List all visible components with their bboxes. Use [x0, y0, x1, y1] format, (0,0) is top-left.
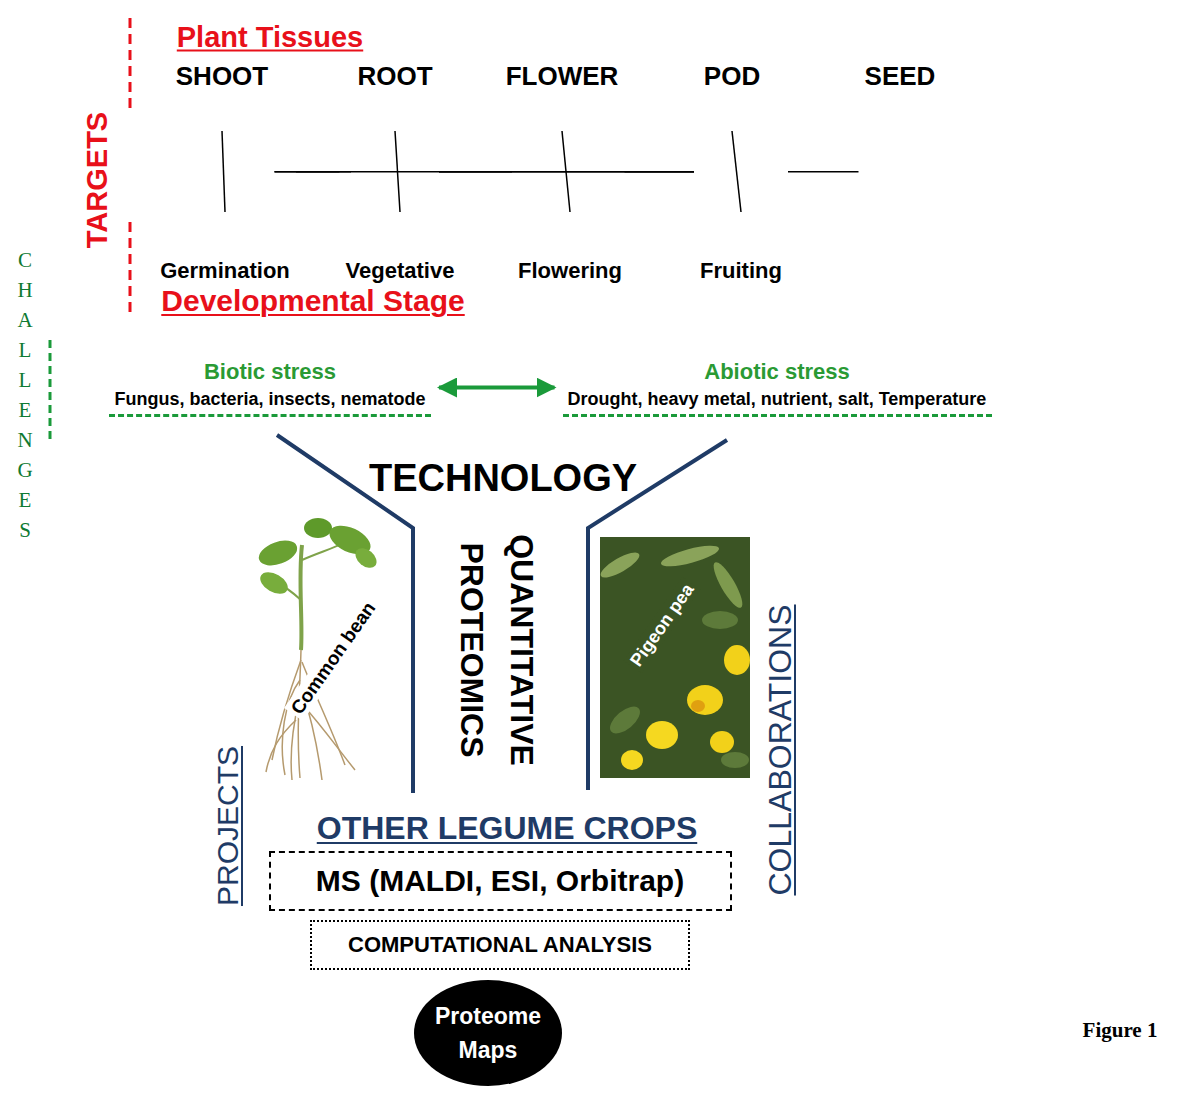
funnel-text: QUANTITATIVE PROTEOMICS [447, 500, 547, 800]
targets-bracket [129, 222, 132, 315]
connector [296, 171, 351, 173]
node-text: FLOWER [506, 60, 619, 92]
leaf [257, 568, 292, 599]
stage-node: Fruiting [694, 212, 788, 284]
section-heading: Plant Tissues [177, 20, 363, 55]
pigeon-pea-photo [597, 537, 750, 778]
tissue-node: SHOOT [170, 60, 275, 131]
tissue-node: SEED [859, 60, 942, 131]
leaf [304, 518, 332, 538]
node-text: Vegetative [346, 258, 455, 284]
leaf [605, 702, 644, 739]
stage-node: Vegetative [340, 212, 461, 284]
flower [710, 731, 734, 753]
node-text: Proteome Maps [431, 999, 545, 1067]
stage-node: Flowering [512, 212, 628, 284]
section-heading: Developmental Stage [161, 283, 464, 319]
node-text: SEED [865, 60, 936, 92]
flower [724, 645, 750, 675]
leaf [255, 536, 300, 570]
node-text: Drought, heavy metal, nutrient, salt, Te… [568, 386, 987, 412]
root [303, 705, 355, 770]
node-text: Biotic stress [204, 358, 336, 386]
stage-node: Germination [154, 212, 296, 284]
stem [300, 545, 302, 650]
figure-caption: Figure 1 [1083, 1018, 1158, 1043]
output-ellipse: Proteome Maps [413, 979, 563, 1087]
photo-label: Common bean [284, 595, 382, 721]
common-bean-illustration [255, 518, 380, 780]
side-heading: COLLABORATIONS [761, 604, 799, 895]
pod [659, 541, 721, 570]
node-text: Fruiting [700, 258, 782, 284]
stress-group: Abiotic stressDrought, heavy metal, nutr… [563, 358, 992, 417]
process-box: MS (MALDI, ESI, Orbitrap) [269, 851, 732, 911]
node-text: Germination [160, 258, 290, 284]
ellipse-outline [413, 979, 563, 1087]
node-text: Flowering [518, 258, 622, 284]
process-box: COMPUTATIONAL ANALYSIS [310, 920, 690, 970]
node-text: SHOOT [176, 60, 268, 92]
connector [788, 171, 859, 173]
root [266, 720, 296, 772]
connector [439, 386, 555, 390]
ellipse-shape [414, 980, 562, 1086]
connector [562, 131, 570, 212]
connector [222, 131, 225, 212]
funnel-heading: TECHNOLOGY [369, 455, 637, 501]
node-text: POD [704, 60, 760, 92]
side-heading: PROJECTS [210, 746, 246, 906]
section-heading: OTHER LEGUME CROPS [317, 809, 697, 847]
tissue-node: FLOWER [500, 60, 625, 131]
challenges-bracket [49, 340, 52, 440]
flower-centre [691, 700, 705, 712]
connector [275, 171, 695, 173]
node-text: Abiotic stress [704, 358, 850, 386]
leaf [352, 544, 381, 572]
connector [625, 171, 695, 173]
connector [732, 131, 741, 212]
node-text: MS (MALDI, ESI, Orbitrap) [316, 863, 684, 899]
connector [395, 131, 400, 212]
node-text: Fungus, bacteria, insects, nematode [114, 386, 425, 412]
photo-ground [600, 537, 750, 778]
flower [687, 685, 723, 715]
targets-bracket [129, 18, 132, 112]
leaf [721, 752, 749, 768]
node-text: COMPUTATIONAL ANALYSIS [348, 931, 652, 959]
flower [621, 750, 643, 770]
photo-label: Pigeon pea [624, 577, 701, 673]
leaf [702, 611, 738, 629]
flower [646, 721, 678, 749]
pod [597, 548, 642, 582]
pod [709, 559, 747, 611]
side-heading: CHALLENGES [15, 245, 36, 545]
stress-group: Biotic stressFungus, bacteria, insects, … [109, 358, 431, 417]
node-text: ROOT [357, 60, 432, 92]
tissue-node: POD [698, 60, 767, 131]
tissue-node: ROOT [351, 60, 439, 131]
side-heading: TARGETS [80, 112, 115, 248]
